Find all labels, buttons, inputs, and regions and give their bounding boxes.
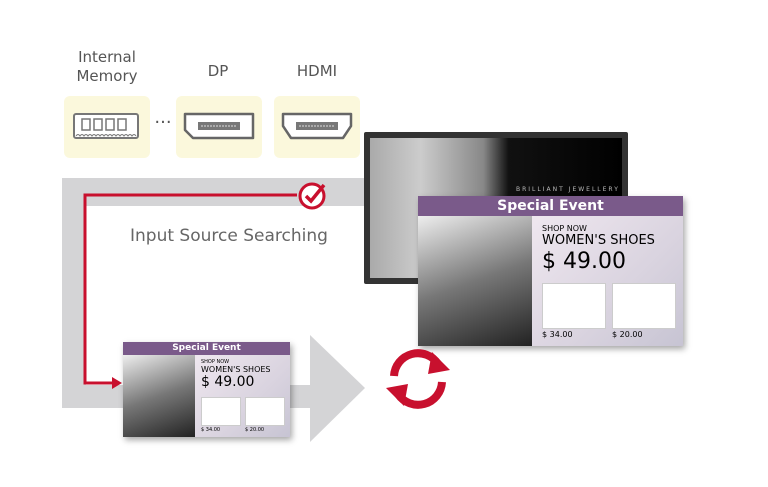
ad-price: $ 49.00 [542, 249, 626, 274]
label-hdmi: HDMI [296, 62, 338, 80]
special-event-ad-small: Special Event SHOP NOW WOMEN'S SHOES $ 4… [123, 342, 290, 437]
ad-headline: WOMEN'S SHOES [542, 233, 655, 248]
displayport-icon [183, 112, 255, 140]
thumb-small-2 [245, 397, 285, 426]
check-circle-icon [298, 182, 326, 210]
searching-label: Input Source Searching [130, 226, 328, 246]
memory-chip-icon [73, 113, 139, 139]
internal-memory-source [64, 96, 150, 158]
shoe-image-small [123, 355, 195, 437]
thumb-price-2: $ 20.00 [612, 330, 643, 339]
ad-title-small: Special Event [123, 342, 290, 355]
ad-kicker: SHOP NOW [542, 224, 587, 233]
thumb-price-1: $ 34.00 [542, 330, 573, 339]
ad-price-small: $ 49.00 [201, 374, 255, 390]
label-dp: DP [207, 62, 229, 80]
thumb-price-small-1: $ 34.00 [201, 427, 221, 433]
label-internal-memory: Internal Memory [76, 48, 138, 85]
flow-arrow-icon [310, 335, 365, 442]
thumb-small-1 [201, 397, 241, 426]
thumb-price-small-2: $ 20.00 [245, 427, 265, 433]
hdmi-source [274, 96, 360, 158]
display-caption: BRILLIANT JEWELLERY [516, 186, 620, 193]
thumb-shoe-beige [542, 283, 606, 329]
special-event-ad-large: Special Event SHOP NOW WOMEN'S SHOES $ 4… [418, 196, 683, 346]
ad-headline-small: WOMEN'S SHOES [201, 365, 271, 374]
ad-title: Special Event [418, 196, 683, 216]
thumb-shoe-gray [612, 283, 676, 329]
shoe-image [418, 216, 532, 346]
ellipsis: ··· [154, 112, 172, 133]
dp-source [176, 96, 262, 158]
refresh-icon [386, 349, 450, 409]
frame-left [62, 178, 86, 408]
ad-kicker-small: SHOP NOW [201, 359, 230, 365]
hdmi-icon [281, 112, 353, 140]
